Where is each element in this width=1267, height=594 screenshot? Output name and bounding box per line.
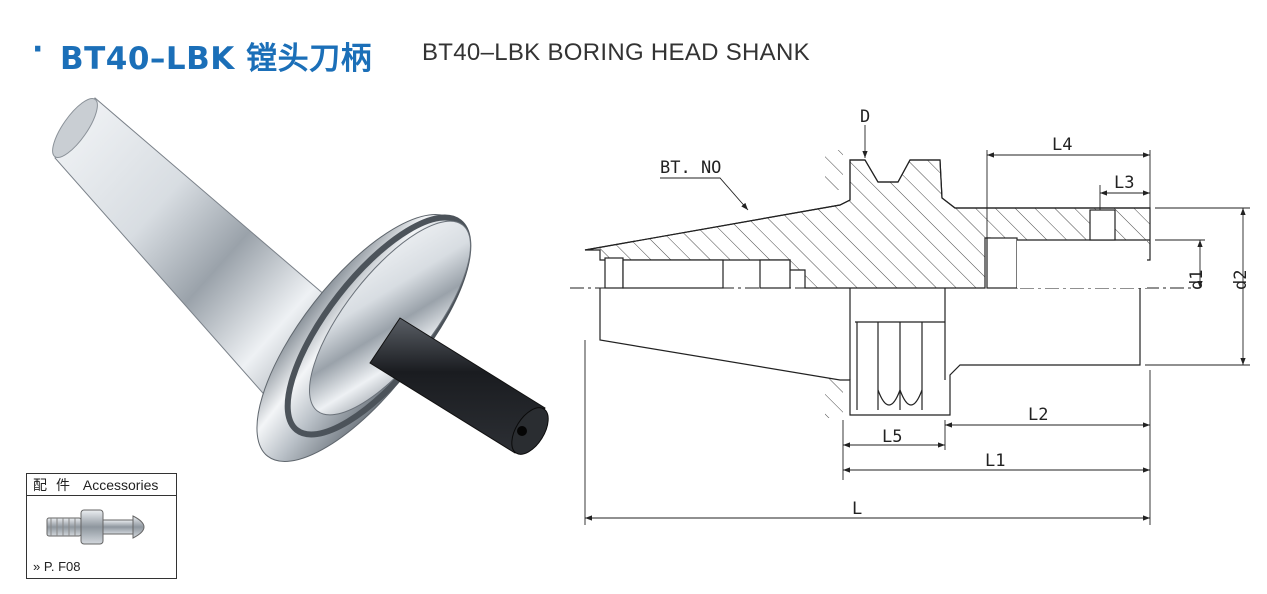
page-subtitle: BT40–LBK BORING HEAD SHANK <box>422 39 810 66</box>
label-l2: L2 <box>1028 405 1048 425</box>
pull-stud-icon <box>46 509 145 545</box>
label-l4: L4 <box>1052 135 1072 155</box>
accessories-header: 配件 Accessories <box>27 474 176 496</box>
accessories-reference: » P. F08 <box>33 559 80 574</box>
accessories-ref-code: P. F08 <box>43 559 81 574</box>
page-title: BT40–LBK 镗头刀柄 <box>60 41 373 77</box>
label-d: D <box>860 107 870 127</box>
label-l5: L5 <box>882 427 902 447</box>
label-d1: d1 <box>1187 270 1207 290</box>
label-bt-no: BT. NO <box>660 158 721 178</box>
shank <box>369 317 549 455</box>
label-d2: d2 <box>1231 270 1251 290</box>
product-photo <box>52 97 549 462</box>
label-l: L <box>852 499 862 519</box>
lower-outline <box>599 288 1141 416</box>
ref-prefix-icon: » <box>33 559 41 574</box>
technical-drawing: BT. NO D L4 L3 d1 d2 L2 L5 L1 L <box>570 107 1251 525</box>
label-l1: L1 <box>985 451 1005 471</box>
accessories-label-en: Accessories <box>82 477 159 493</box>
accessories-label-cn: 配件 <box>33 478 79 494</box>
label-l3: L3 <box>1114 173 1134 193</box>
title-bullet: · <box>32 32 44 67</box>
accessories-box: 配件 Accessories » P. F08 <box>26 473 177 579</box>
